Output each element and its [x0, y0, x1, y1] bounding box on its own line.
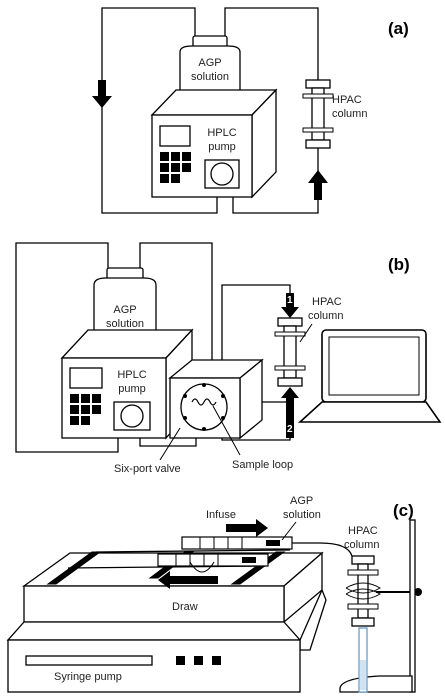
panel-b-pump-keypad	[70, 394, 101, 425]
panel-c-draw-label: Draw	[172, 601, 198, 613]
panel-b: (b) AGP solution	[15, 242, 442, 475]
panel-c-hpac-label-1: HPAC	[348, 525, 378, 537]
panel-b-agp-bottle: AGP solution	[93, 267, 157, 341]
panel-b-six-port-valve-label: Six-port valve	[114, 463, 181, 475]
panel-c-pump-button-2	[194, 656, 203, 665]
panel-a: (a) AGP solution	[92, 7, 409, 214]
panel-b-hpac-label-1: HPAC	[312, 296, 342, 308]
panel-b-hpac-column	[274, 317, 306, 387]
panel-c-tag: (c)	[393, 501, 414, 520]
panel-b-agp-label-1: AGP	[113, 304, 136, 316]
panel-a-flow-arrow-up	[308, 170, 328, 200]
panel-a-hpac-column	[302, 79, 334, 149]
panel-a-pump-head	[210, 162, 234, 186]
panel-c-syringe-pump-base	[6, 588, 327, 693]
panel-a-hplc-pump: HPLC pump	[150, 88, 278, 199]
panel-c-collection-tube	[358, 627, 368, 693]
panel-c-agp-label-2: solution	[283, 509, 321, 521]
panel-a-pump-keypad	[160, 152, 191, 183]
panel-a-agp-label-2: solution	[191, 71, 229, 83]
panel-b-pump-label-1: HPLC	[117, 369, 146, 381]
panel-c-pump-display-slot	[25, 655, 153, 666]
panel-c-agp-label-1: AGP	[290, 495, 313, 507]
panel-c-hpac-label-2: column	[344, 539, 379, 551]
panel-b-port-1-label: 1	[287, 295, 293, 306]
panel-b-six-port-valve	[168, 358, 264, 440]
panel-c-infuse-label: Infuse	[206, 509, 236, 521]
panel-c-tubing-loop	[189, 561, 215, 573]
panel-a-agp-bottle: AGP solution	[179, 35, 241, 93]
panel-b-pump-head	[120, 404, 144, 428]
panel-b-port-2-arrow	[281, 387, 299, 438]
panel-b-tubing-right	[139, 242, 213, 365]
panel-b-pump-display	[69, 367, 103, 389]
panel-b-sample-loop-label: Sample loop	[232, 459, 293, 471]
panel-b-agp-label-2: solution	[106, 318, 144, 330]
panel-b-pump-label-2: pump	[118, 383, 146, 395]
panel-a-flow-arrow-down	[92, 80, 112, 108]
panel-b-hpac-label-2: column	[308, 310, 343, 322]
panel-a-tag: (a)	[388, 19, 409, 38]
panel-a-pump-display	[159, 125, 191, 147]
panel-c-syringe-1	[181, 536, 293, 550]
panel-a-hpac-label-1: HPAC	[332, 94, 362, 106]
panel-c-draw-arrow	[158, 571, 218, 589]
panel-a-pump-label-2: pump	[208, 141, 236, 153]
panel-c-pump-button-3	[212, 656, 221, 665]
panel-c-syringe-2	[157, 553, 269, 567]
panel-b-tubing-top-column	[221, 284, 291, 370]
panel-b-sample-loop-coil	[191, 398, 217, 406]
panel-c-pump-button-1	[176, 656, 185, 665]
panel-b-laptop	[297, 329, 442, 423]
panel-a-tubing-right	[224, 7, 319, 80]
panel-a-agp-label-1: AGP	[198, 57, 221, 69]
panel-b-port-2-label: 2	[287, 424, 293, 435]
panel-c-ring-stand	[339, 519, 422, 693]
panel-c-hpac-column	[345, 555, 381, 627]
panel-c-syringe-pump-label: Syringe pump	[54, 671, 122, 683]
panel-c-tubing-to-column	[292, 542, 353, 557]
panel-b-port-1-arrow	[281, 293, 299, 318]
panel-b-tag: (b)	[388, 255, 410, 274]
panel-c: (c)	[6, 495, 422, 693]
panel-b-tubing-left	[15, 242, 119, 453]
panel-c-infuse-arrow	[226, 519, 268, 537]
panel-a-pump-label-1: HPLC	[207, 127, 236, 139]
panel-a-tubing	[101, 7, 218, 214]
panel-a-hpac-label-2: column	[332, 108, 367, 120]
